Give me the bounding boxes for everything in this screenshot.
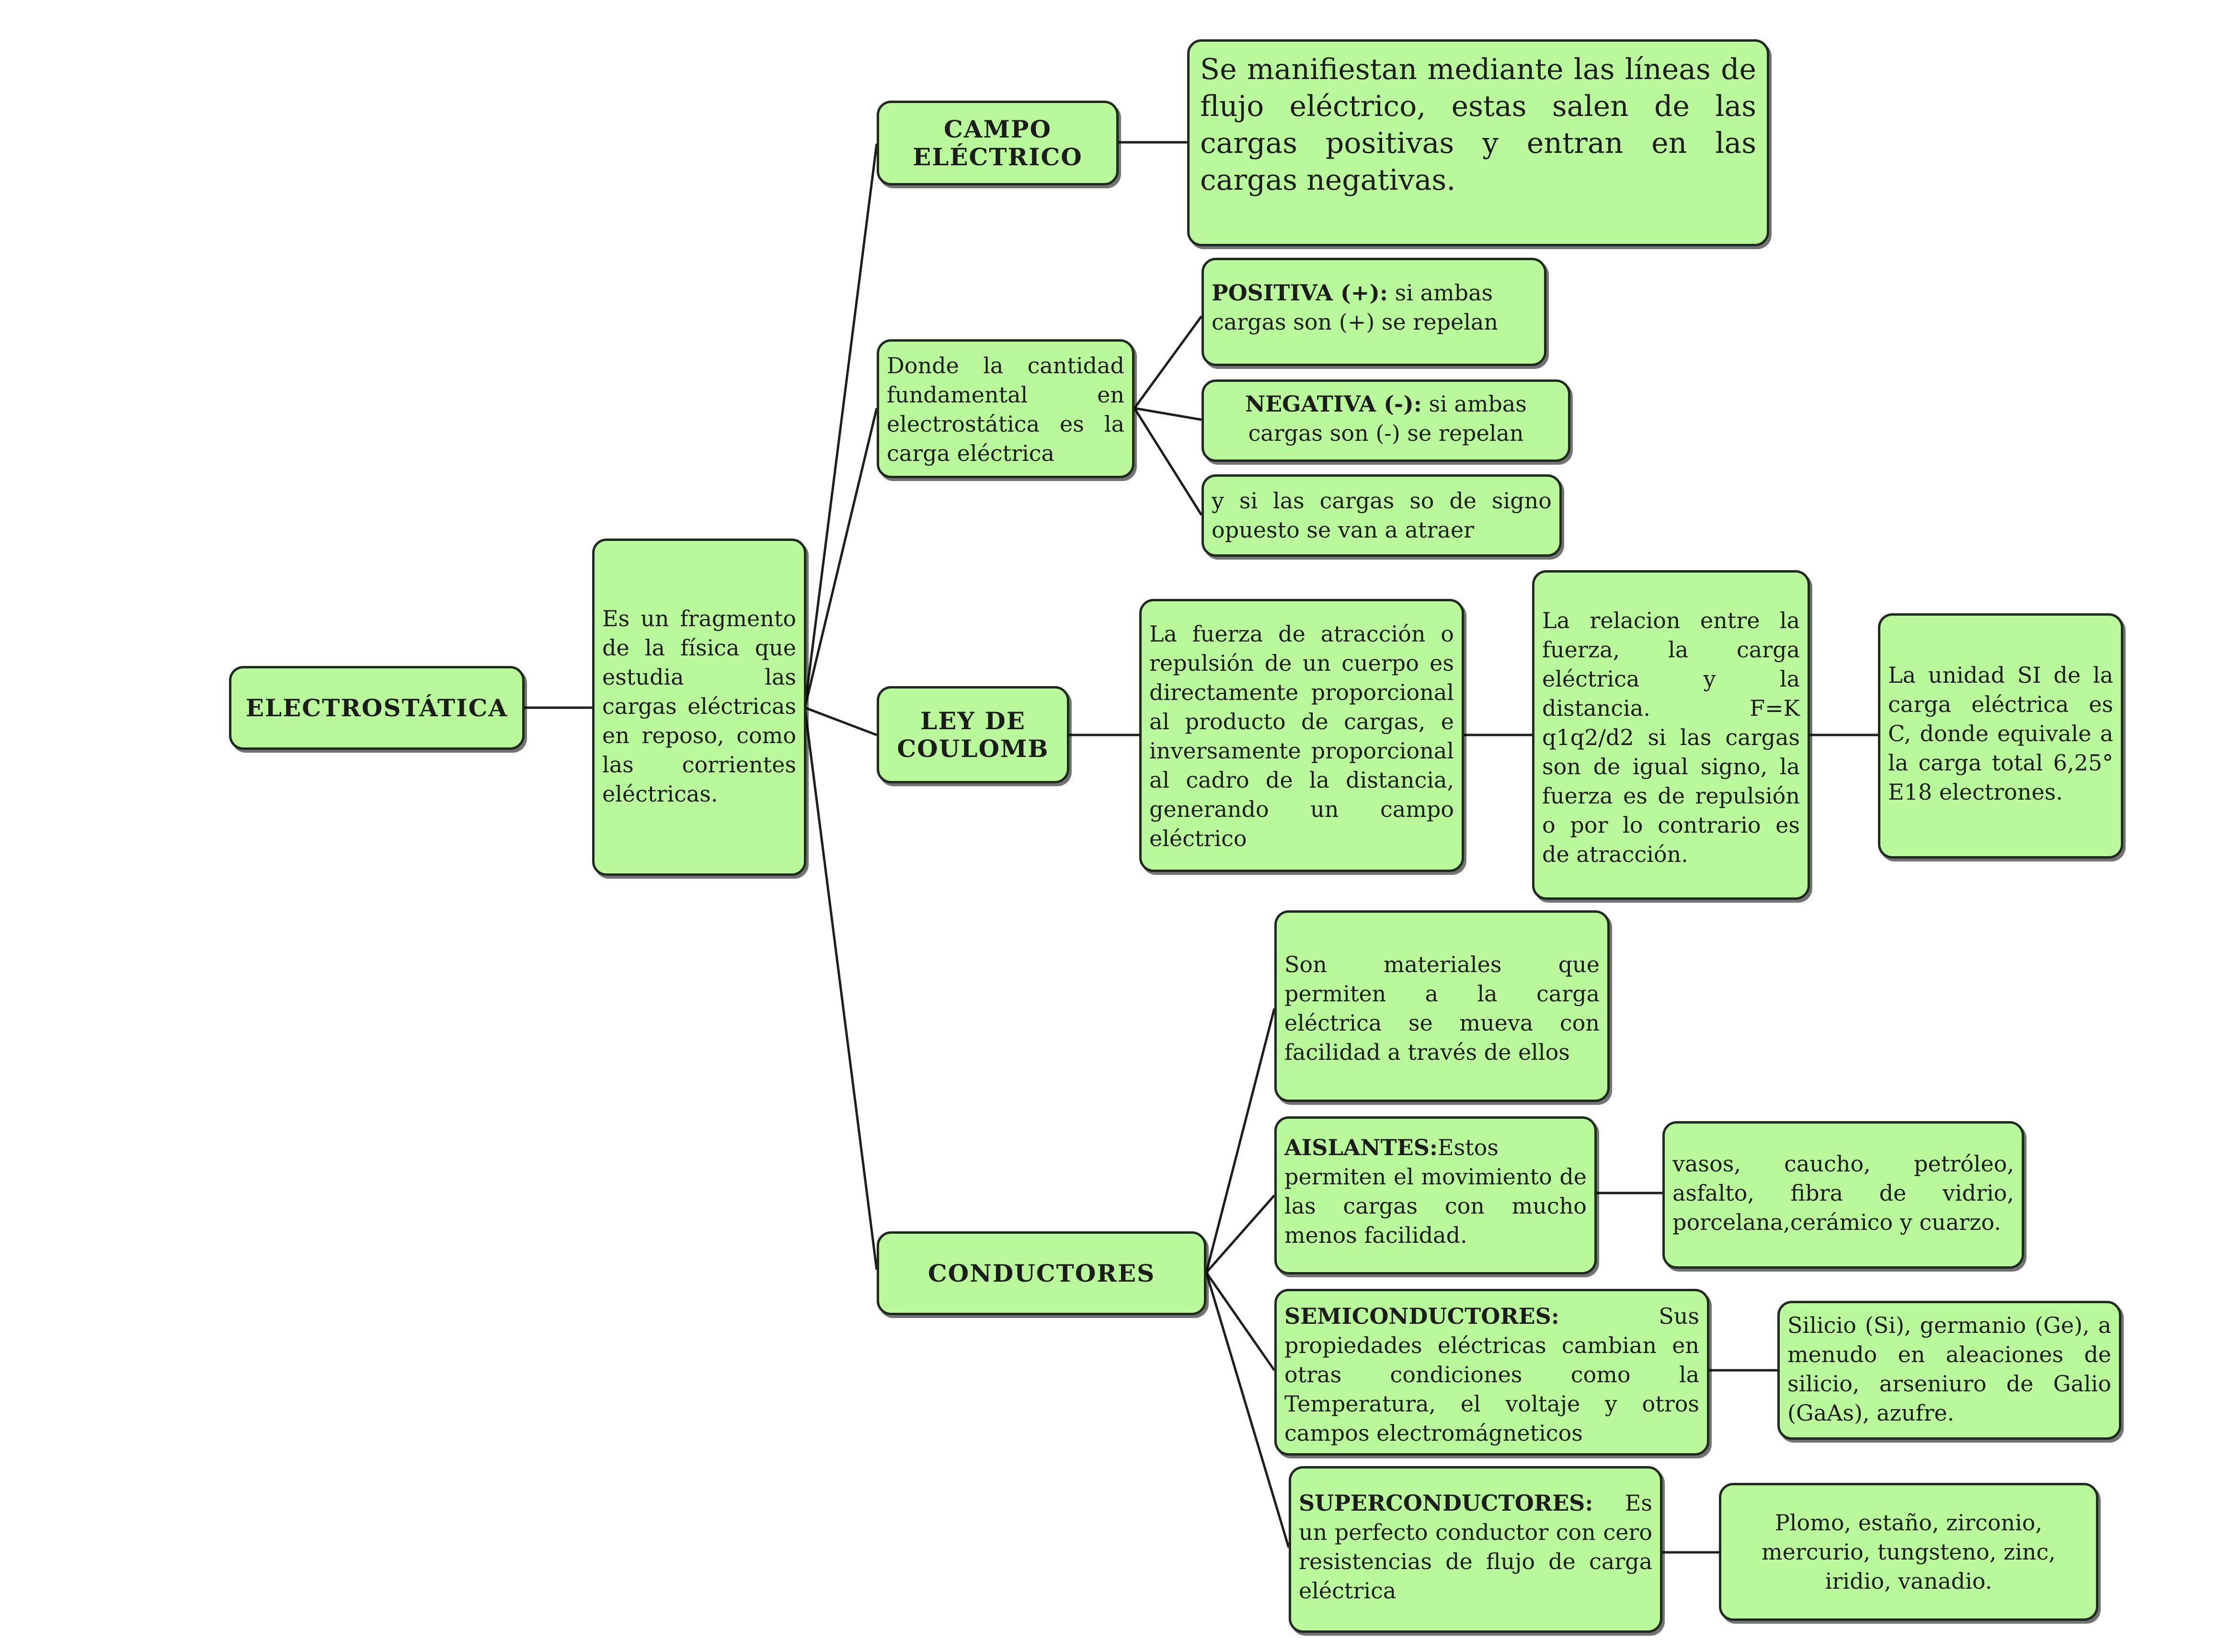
carga-fundamental-node: Donde la cantidad fundamental en electro… (877, 339, 1134, 478)
aislantes-examples-node: vasos, caucho, petróleo, asfalto, fibra … (1662, 1121, 2024, 1269)
root-node-electrostatica: ELECTROSTÁTICA (229, 666, 525, 750)
negativa-label: NEGATIVA (-): (1245, 391, 1422, 417)
connector-conductores-super (1205, 1272, 1290, 1548)
semiconductores-label: SEMICONDUCTORES: (1284, 1303, 1559, 1329)
aislantes-node: AISLANTES:Estos permiten el movimiento d… (1274, 1116, 1597, 1274)
positiva-label: POSITIVA (+): (1212, 280, 1388, 306)
coulomb-relacion-node: La relacion entre la fuerza, la carga el… (1532, 570, 1810, 900)
connector-carga-opuesto (1133, 407, 1203, 516)
superconductores-examples: Plomo, estaño, zirconio, mercurio, tungs… (1762, 1510, 2056, 1594)
campo-description-node: Se manifiestan mediante las líneas de fl… (1187, 39, 1769, 246)
unidad-si-text: La unidad SI de la carga eléctrica es C,… (1888, 662, 2113, 805)
connector-definition-coulomb (804, 706, 877, 736)
signo-opuesto-node: y si las cargas so de signo opuesto se v… (1202, 474, 1562, 557)
definition-text: Es un fragmento de la física que estudia… (602, 606, 796, 807)
coulomb-relacion-text: La relacion entre la fuerza, la carga el… (1542, 608, 1800, 867)
superconductores-label: SUPERCONDUCTORES: (1299, 1490, 1593, 1516)
conductores-description-node: Son materiales que permiten a la carga e… (1274, 910, 1610, 1102)
coulomb-title: LEY DE COULOMB (897, 706, 1049, 763)
superconductores-examples-node: Plomo, estaño, zirconio, mercurio, tungs… (1719, 1483, 2098, 1621)
conductores-node: CONDUCTORES (877, 1231, 1206, 1315)
semiconductores-text: Sus propiedades eléctricas cambian en ot… (1284, 1303, 1699, 1446)
semiconductores-node: SEMICONDUCTORES: Sus propiedades eléctri… (1274, 1289, 1709, 1456)
conductores-title: CONDUCTORES (927, 1259, 1156, 1287)
carga-description: Donde la cantidad fundamental en electro… (887, 353, 1124, 466)
connector-definition-campo (803, 143, 878, 708)
aislantes-label: AISLANTES: (1284, 1135, 1438, 1160)
campo-description: Se manifiestan mediante las líneas de fl… (1200, 53, 1756, 197)
connector-conductores-semi (1205, 1272, 1276, 1371)
positiva-node: POSITIVA (+): si ambas cargas son (+) se… (1202, 258, 1546, 366)
connector-conductores-desc (1205, 1008, 1276, 1273)
ley-coulomb-node: LEY DE COULOMB (877, 686, 1069, 783)
semiconductores-examples-node: Silicio (Si), germanio (Ge), a menudo en… (1777, 1301, 2121, 1440)
conductores-description: Son materiales que permiten a la carga e… (1284, 952, 1600, 1065)
superconductores-node: SUPERCONDUCTORES: Es un perfecto conduct… (1289, 1466, 1662, 1633)
campo-electrico-node: CAMPO ELÉCTRICO (877, 101, 1119, 185)
negativa-node: NEGATIVA (-): si ambas cargas son (-) se… (1202, 379, 1570, 462)
coulomb-fuerza-node: La fuerza de atracción o repulsión de un… (1139, 599, 1464, 872)
unidad-si-node: La unidad SI de la carga eléctrica es C,… (1878, 613, 2123, 859)
superconductores-text: Es un perfecto conductor con cero resist… (1299, 1490, 1652, 1604)
root-label: ELECTROSTÁTICA (245, 693, 508, 722)
definition-node: Es un fragmento de la física que estudia… (592, 539, 806, 876)
connector-carga-positiva (1133, 315, 1203, 409)
connector-carga-negativa (1134, 407, 1202, 421)
signo-opuesto-text: y si las cargas so de signo opuesto se v… (1212, 488, 1552, 543)
campo-title: CAMPO ELÉCTRICO (913, 115, 1083, 171)
aislantes-examples: vasos, caucho, petróleo, asfalto, fibra … (1672, 1151, 2014, 1235)
connector-definition-conductores (803, 707, 878, 1270)
positiva-text: si ambas cargas son (+) se repelan (1212, 280, 1498, 335)
aislantes-text: Estos permiten el movimiento de las carg… (1284, 1135, 1587, 1248)
negativa-text: si ambas cargas son (-) se repelan (1248, 391, 1527, 446)
coulomb-fuerza-text: La fuerza de atracción o repulsión de un… (1149, 621, 1454, 851)
semiconductores-examples: Silicio (Si), germanio (Ge), a menudo en… (1787, 1312, 2111, 1426)
connector-definition-carga (803, 408, 878, 708)
connector-conductores-aislantes (1205, 1194, 1275, 1273)
